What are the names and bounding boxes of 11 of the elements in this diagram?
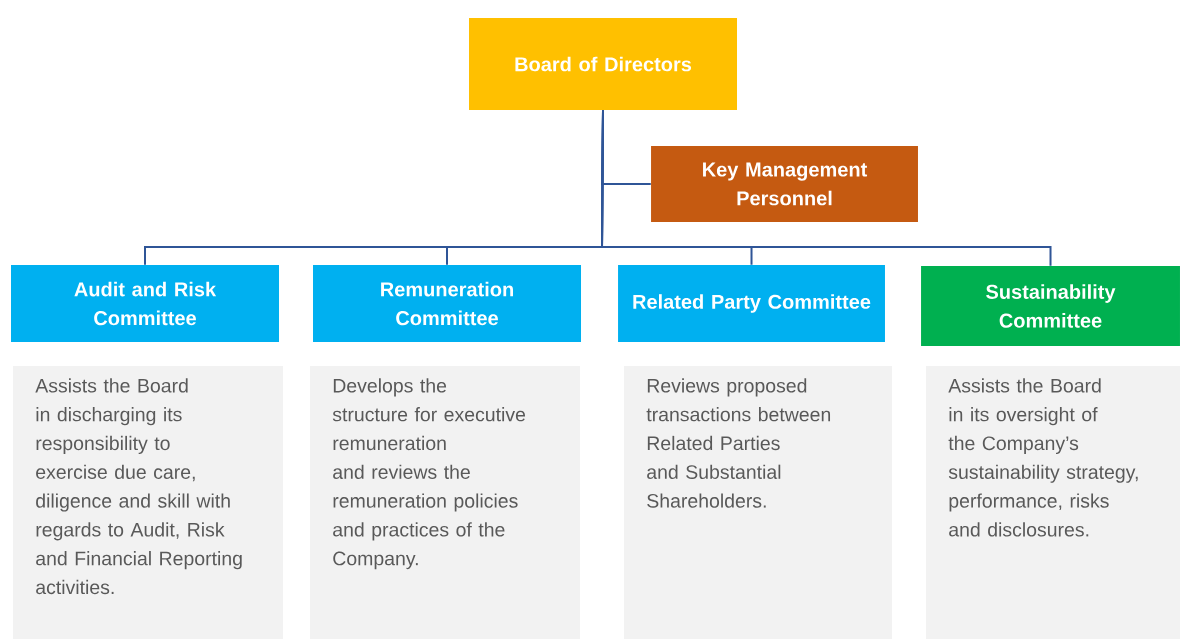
committee-box: Related Party Committee [618,264,885,343]
description-panel: Assists the Board in its oversight of the Company’s sustainability strategy, performance, risks and disclosures. [926,366,1180,639]
committee-box: Audit and Risk Committee [11,264,279,343]
committee-box: Remuneration Committee [313,264,581,343]
description-panel: Reviews proposed transactions between Related Parties and Substantial Shareholders. [624,366,892,639]
org-box: Key Management Personnel [651,146,918,222]
description-panel: Assists the Board in discharging its responsibility to exercise due care, diligence and skill with regards to Audit, Risk and Financial Reporting activities. [13,366,283,639]
connector-line [601,109,1052,267]
committee-box: Sustainability Committee [921,266,1180,346]
org-box: Board of Directors [469,18,737,110]
description-panel: Develops the structure for executive remuneration and reviews the remuneration policies and practices of the Company. [310,366,580,639]
